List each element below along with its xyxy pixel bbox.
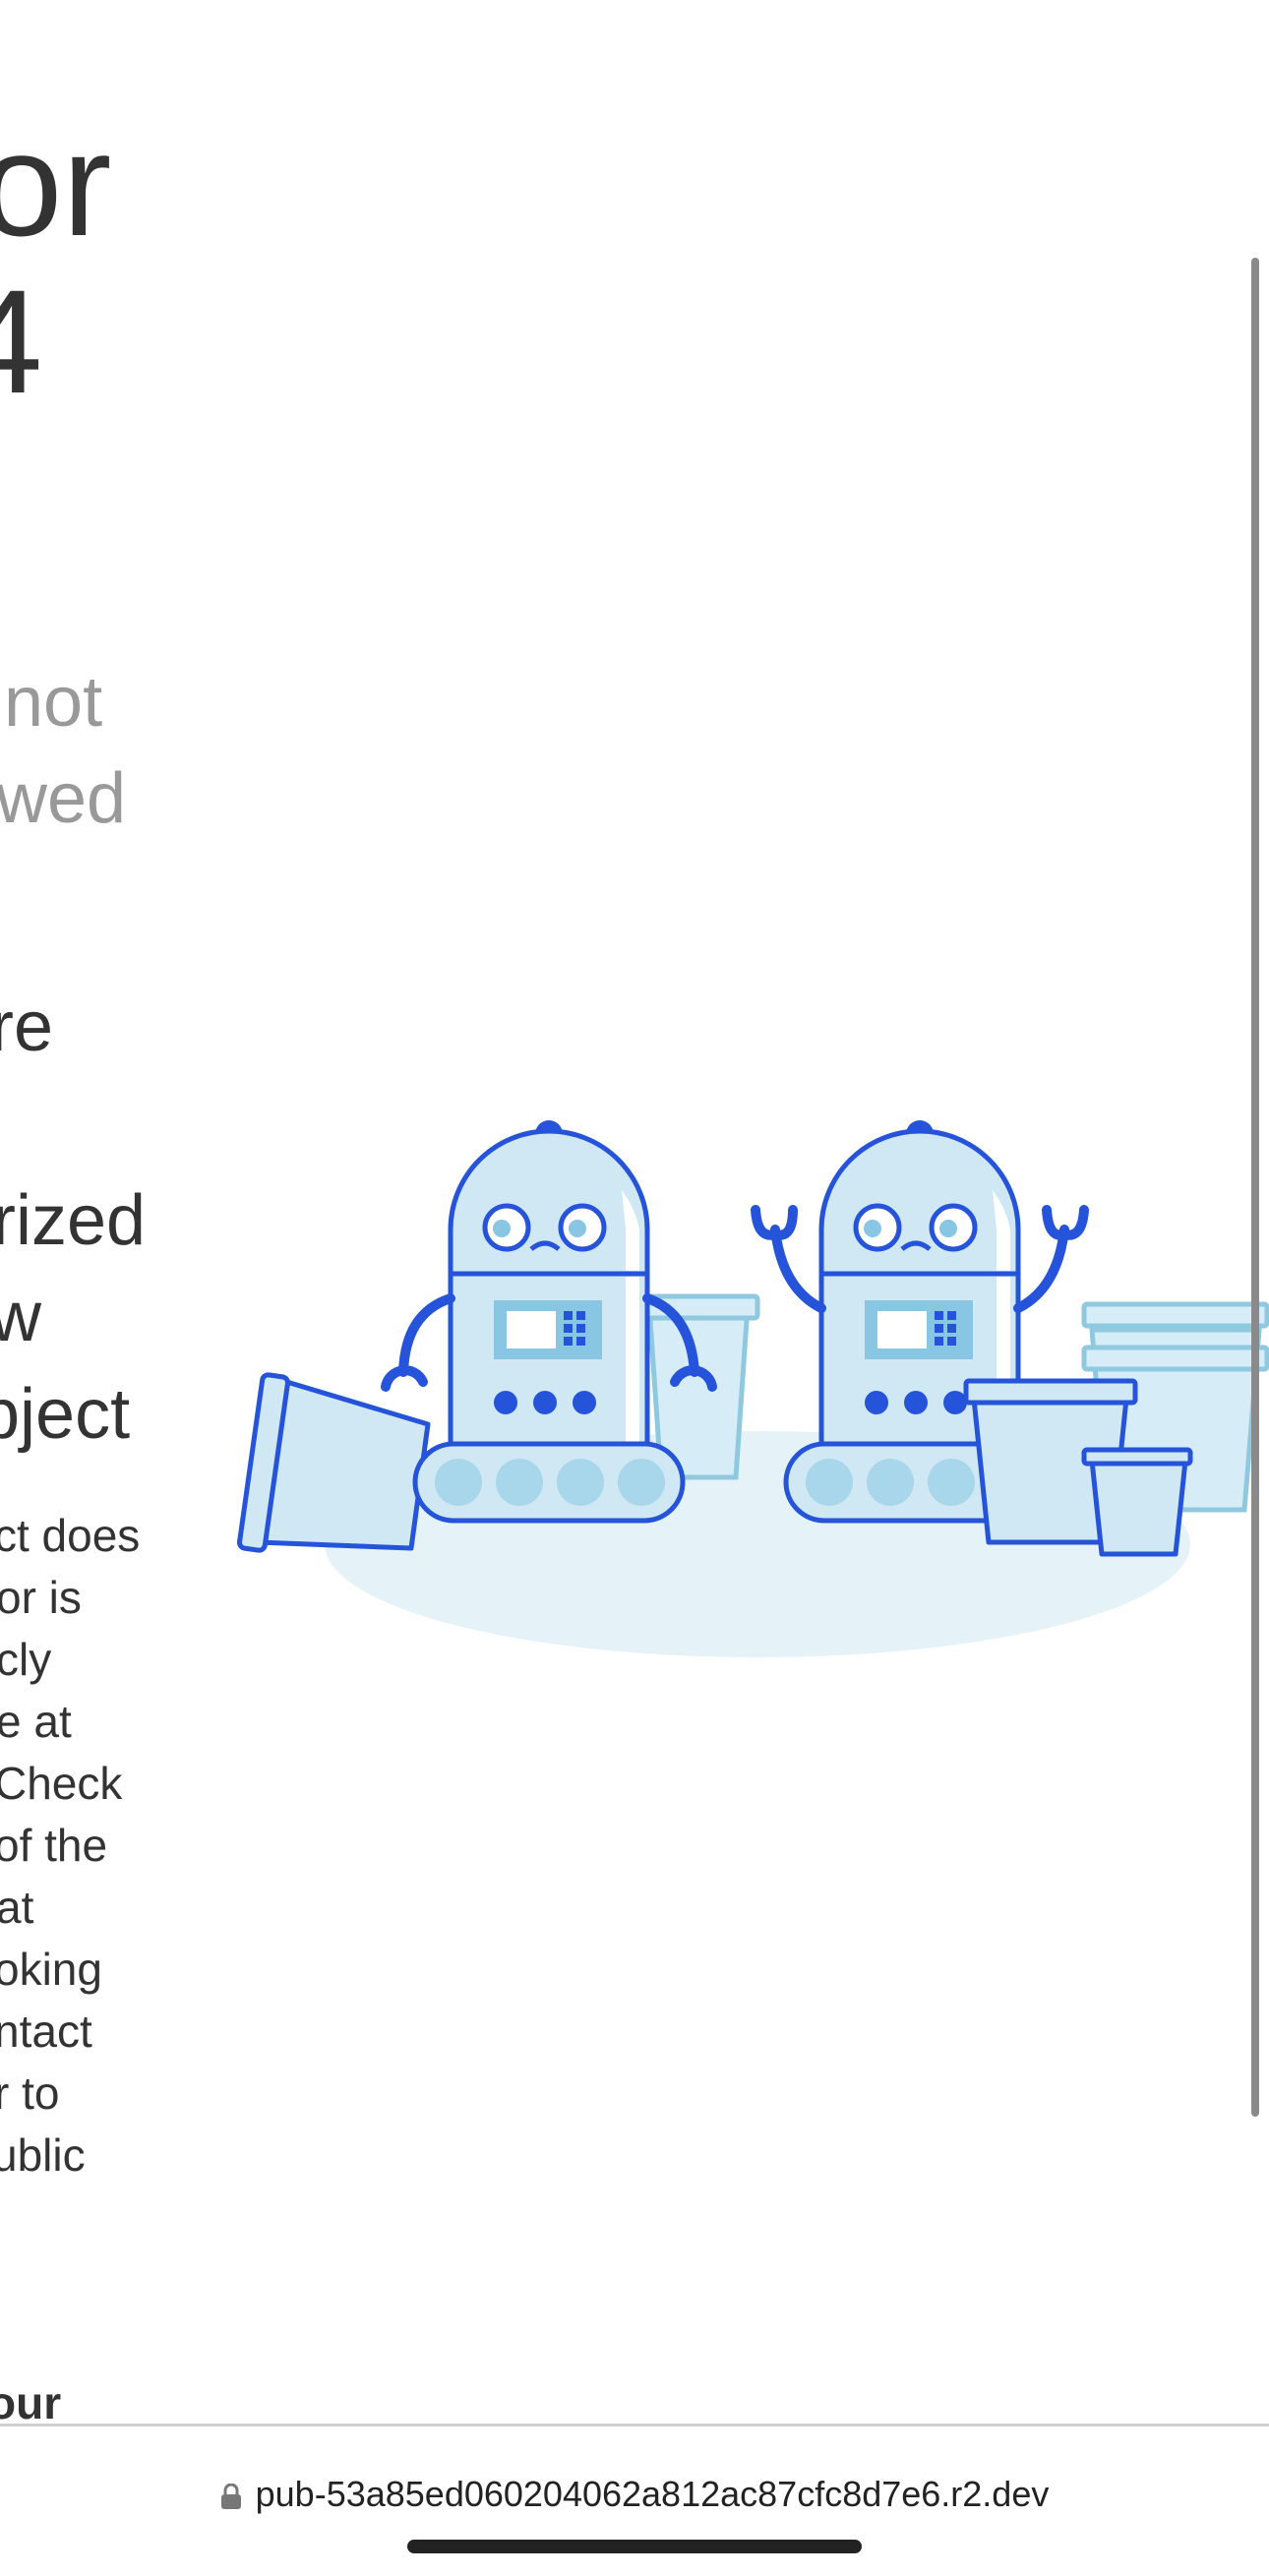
page-heading-line-1: or [0,101,112,267]
next-section-heading: our [0,2377,62,2420]
body-text-line-8: oking [0,1944,102,1995]
vertical-scrollbar[interactable] [1251,258,1259,2117]
robot-left [381,1120,717,1524]
section-heading-line-4: bject [0,1375,131,1454]
body-text-line-5: Check [0,1758,123,1809]
body-text-line-6: of the [0,1820,108,1871]
body-text-line-3: cly [0,1634,52,1685]
body-text-line-1: ct does [0,1510,141,1561]
robots-with-buckets-illustration [237,1120,1269,1657]
browser-divider [0,2424,1269,2426]
section-heading-line-1: re [0,988,54,1066]
lock-icon [220,2484,241,2509]
body-text-line-9: ntact [0,2006,92,2057]
browser-address-bar[interactable]: pub-53a85ed060204062a812ac87cfc8d7e6.r2.… [0,2426,1269,2576]
body-text-line-2: or is [0,1572,82,1623]
page-content: or 4 t not wed re rized w bject ct does … [0,101,1269,2420]
section-heading-line-2: rized [0,1181,147,1260]
page-heading-line-2: 4 [0,259,43,424]
section-heading-line-3: w [0,1278,41,1356]
status-text-line-2: not [4,663,103,742]
body-text-line-4: e at [0,1696,72,1747]
home-indicator[interactable] [407,2540,862,2553]
status-text-line-3: wed [0,759,127,838]
body-text-line-11: ublic [0,2129,86,2181]
body-text-line-10: r to [0,2067,60,2119]
address-url[interactable]: pub-53a85ed060204062a812ac87cfc8d7e6.r2.… [255,2474,1050,2514]
body-text-line-7: at [0,1882,34,1933]
